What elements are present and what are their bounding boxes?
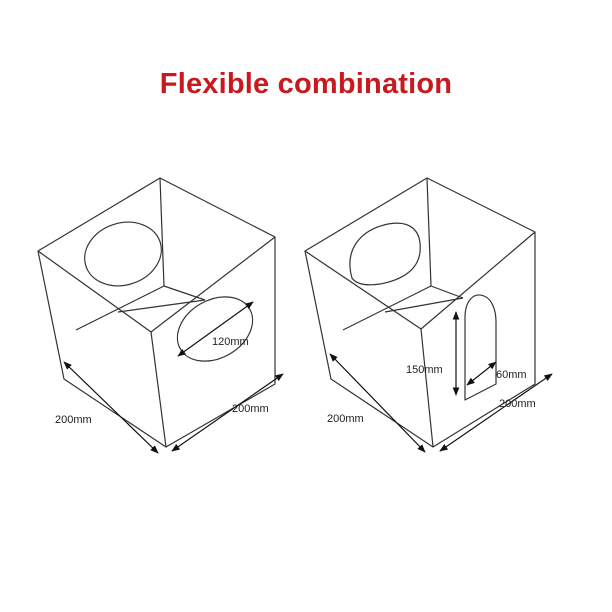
label-door-width: 60mm [496, 369, 527, 381]
box-round-holes-right-top-edge [150, 236, 276, 333]
box-door-dimensions [329, 311, 553, 453]
box-door-front-top-edge [304, 250, 422, 330]
dim-arrow-hole-diameter [177, 301, 254, 357]
box-round-holes-back-hole [84, 221, 162, 287]
dim-arrow-door-width [466, 361, 497, 386]
box-round-holes-front-edge [150, 331, 167, 448]
box-door-inner-floor-left [342, 285, 432, 331]
box-door-inner-floor-right [430, 285, 464, 299]
box-door-inner-back-edge [426, 177, 432, 287]
page-title: Flexible combination [159, 68, 453, 100]
box-round-holes-inner-back-edge [159, 177, 165, 287]
dim-arrow-left-width [63, 361, 159, 454]
dim-arrow-door-left-width [329, 353, 426, 453]
label-door-height: 150mm [406, 364, 443, 376]
label-left-box-width-right: 200mm [232, 403, 269, 415]
box-round-holes-front-top-edge [37, 250, 152, 333]
box-door-back-opening [349, 222, 421, 286]
label-door-box-width-right: 200mm [499, 398, 536, 410]
box-round-holes-inner-floor-right [163, 285, 206, 301]
box-round-holes-inner-floor-left [75, 285, 165, 331]
label-left-box-width-left: 200mm [55, 414, 92, 426]
box-door-arched-door [464, 294, 497, 401]
dim-arrow-door-right-width [439, 373, 553, 452]
box-door-right-top-edge [420, 231, 536, 330]
label-hole-diameter: 120mm [212, 336, 249, 348]
box-door-front-edge [420, 328, 434, 448]
dim-arrow-right-width [171, 373, 284, 452]
box-door-inner-floor-front [384, 297, 464, 313]
box-round-holes-dimensions [63, 301, 284, 454]
label-door-box-width-left: 200mm [327, 413, 364, 425]
